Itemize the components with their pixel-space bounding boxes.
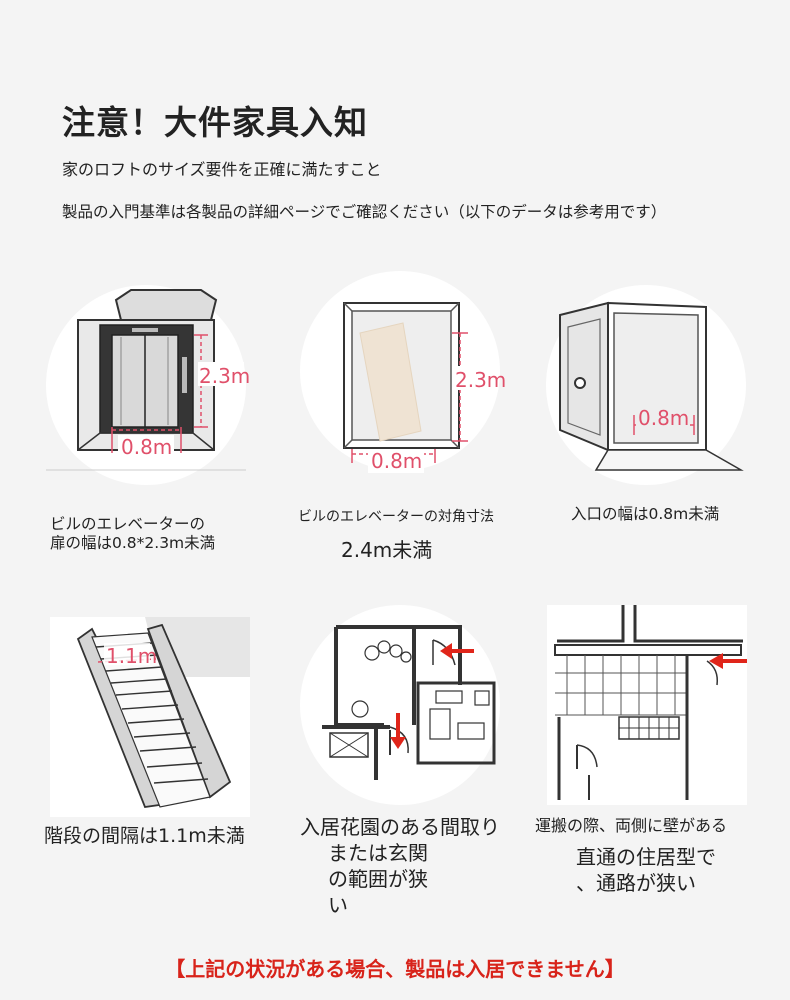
height-dimension-label: 2.3m [199, 364, 250, 388]
entrance-door-illustration: 0.8m [546, 285, 746, 485]
caption-narrow-passage: 直通の住居型で 、通路が狭い [576, 845, 716, 895]
page-title: 注意！大件家具入知 [62, 103, 368, 142]
warning-footer: 【上記の状況がある場合、製品は入居できません】 [165, 957, 625, 981]
caption-stair-width: 階段の間隔は1.1m未満 [44, 825, 245, 847]
subtitle-reference-note: 製品の入門基準は各製品の詳細ページでご確認ください（以下のデータは参考用です） [62, 203, 667, 221]
stair-width-dimension-label: 1.1m [106, 644, 157, 668]
caption-elevator-diagonal: ビルのエレベーターの対角寸法 [298, 509, 494, 525]
width-dimension-label: 0.8m [371, 449, 422, 473]
narrow-passage-illustration [547, 605, 747, 805]
elevator-door-illustration: 2.3m 0.8m [46, 285, 250, 485]
width-dimension-label: 0.8m [121, 435, 172, 459]
elevator-diagonal-illustration: 2.3m 0.8m [300, 271, 506, 473]
subtitle-requirement: 家のロフトのサイズ要件を正確に満たすこと [62, 160, 382, 179]
caption-elevator-door: ビルのエレベーターの 扉の幅は0.8*2.3m未満 [50, 515, 216, 552]
caption-elevator-diagonal-value: 2.4m未満 [341, 538, 433, 562]
height-dimension-label: 2.3m [455, 368, 506, 392]
stairs-illustration: 1.1m [50, 617, 250, 817]
width-dimension-label: 0.8m [638, 406, 689, 430]
caption-passage-walls: 運搬の際、両側に壁がある [535, 816, 728, 835]
floor-plan-illustration [300, 605, 500, 805]
caption-entrance-width: 入口の幅は0.8m未満 [571, 505, 720, 523]
caption-garden-entrance: 入居花園のある間取り または玄関 の範囲が狭 い [300, 815, 500, 917]
